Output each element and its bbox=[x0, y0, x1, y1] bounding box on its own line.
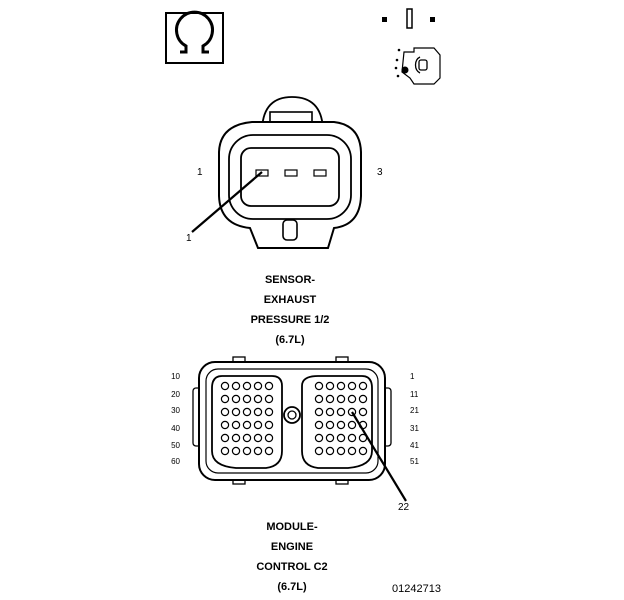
pin-cavity bbox=[253, 407, 263, 417]
pin-cavity bbox=[220, 446, 230, 456]
sensor-caption-line: PRESSURE 1/2 bbox=[250, 314, 330, 326]
ecm-right-pin-label: 11 bbox=[410, 390, 419, 399]
pin-cavity bbox=[336, 433, 346, 443]
pin-cavity bbox=[336, 407, 346, 417]
pin-cavity bbox=[358, 381, 368, 391]
pin-cavity bbox=[358, 407, 368, 417]
pin-cavity bbox=[253, 446, 263, 456]
right-pin-grid bbox=[314, 381, 368, 456]
sensor-pin-label-left: 1 bbox=[197, 167, 203, 178]
sensor-callout-line bbox=[191, 171, 263, 233]
pin-cavity bbox=[242, 407, 252, 417]
pin-cavity bbox=[253, 394, 263, 404]
pin-cavity bbox=[347, 394, 357, 404]
sensor-caption-line: SENSOR- bbox=[264, 274, 316, 286]
ecm-caption-line: MODULE- bbox=[266, 521, 318, 533]
pin-cavity bbox=[231, 394, 241, 404]
sensor-caption: SENSOR- EXHAUST PRESSURE 1/2 (6.7L) bbox=[220, 270, 360, 350]
ecm-right-pin-label: 51 bbox=[410, 457, 419, 466]
pin-cavity bbox=[325, 433, 335, 443]
pin-cavity bbox=[347, 446, 357, 456]
pin-cavity bbox=[325, 446, 335, 456]
sensor-callout-label: 1 bbox=[186, 233, 192, 244]
ecm-connector bbox=[192, 356, 392, 485]
pin-cavity bbox=[242, 420, 252, 430]
pin-cavity bbox=[358, 394, 368, 404]
pin-cavity bbox=[264, 381, 274, 391]
pin-cavity bbox=[325, 394, 335, 404]
pin-cavity bbox=[220, 407, 230, 417]
pin-cavity bbox=[220, 394, 230, 404]
pin-cavity bbox=[314, 420, 324, 430]
sensor-pin-label-right: 3 bbox=[377, 167, 383, 178]
pin-cavity bbox=[253, 420, 263, 430]
pin-cavity bbox=[231, 433, 241, 443]
pin-cavity bbox=[264, 420, 274, 430]
pin-cavity bbox=[231, 407, 241, 417]
ecm-left-pin-label: 40 bbox=[171, 424, 180, 433]
pin-cavity bbox=[264, 433, 274, 443]
pin-cavity bbox=[253, 433, 263, 443]
ecm-callout-label: 22 bbox=[398, 502, 410, 513]
pin-cavity bbox=[242, 446, 252, 456]
pin-cavity bbox=[336, 420, 346, 430]
pin-cavity bbox=[325, 381, 335, 391]
pin-cavity bbox=[336, 381, 346, 391]
ecm-right-pin-label: 31 bbox=[410, 424, 419, 433]
ecm-left-pin-label: 50 bbox=[171, 441, 180, 450]
left-pin-grid bbox=[220, 381, 274, 456]
pin-cavity bbox=[347, 381, 357, 391]
ecm-right-pin-label: 21 bbox=[410, 406, 419, 415]
pin-cavity bbox=[336, 394, 346, 404]
omega-icon bbox=[165, 10, 224, 64]
pin-cavity bbox=[358, 446, 368, 456]
terminal-side-icon bbox=[382, 8, 435, 29]
ecm-caption-line: CONTROL C2 bbox=[256, 561, 328, 573]
pin-cavity bbox=[314, 407, 324, 417]
pin-cavity bbox=[242, 433, 252, 443]
pin-cavity bbox=[336, 446, 346, 456]
pin-cavity bbox=[231, 446, 241, 456]
pin-cavity bbox=[347, 433, 357, 443]
ecm-left-pin-label: 20 bbox=[171, 390, 180, 399]
ecm-caption-line: (6.7L) bbox=[277, 581, 307, 593]
pin-cavity bbox=[231, 381, 241, 391]
pin-cavity bbox=[264, 394, 274, 404]
pin-cavity bbox=[242, 394, 252, 404]
ecm-right-pin-label: 41 bbox=[410, 441, 419, 450]
pin-cavity bbox=[314, 381, 324, 391]
ecm-callout-line bbox=[351, 411, 407, 502]
ecm-left-pin-label: 60 bbox=[171, 457, 180, 466]
ecm-right-pin-label: 1 bbox=[410, 372, 415, 381]
pin-cavity bbox=[242, 381, 252, 391]
pin-cavity bbox=[231, 420, 241, 430]
pin-cavity bbox=[347, 420, 357, 430]
pin-cavity bbox=[314, 433, 324, 443]
terminal-view-icon bbox=[394, 47, 441, 85]
ecm-caption: MODULE- ENGINE CONTROL C2 (6.7L) bbox=[222, 517, 362, 597]
pin-cavity bbox=[264, 446, 274, 456]
ecm-left-pin-label: 30 bbox=[171, 406, 180, 415]
pin-cavity bbox=[314, 394, 324, 404]
pin-cavity bbox=[314, 446, 324, 456]
pin-cavity bbox=[220, 433, 230, 443]
sensor-caption-line: (6.7L) bbox=[275, 334, 305, 346]
sensor-caption-line: EXHAUST bbox=[263, 294, 317, 306]
sensor-connector bbox=[218, 96, 362, 249]
pin-cavity bbox=[220, 381, 230, 391]
pin-cavity bbox=[220, 420, 230, 430]
pin-cavity bbox=[264, 407, 274, 417]
ecm-caption-line: ENGINE bbox=[270, 541, 314, 553]
pin-cavity bbox=[325, 420, 335, 430]
pin-cavity bbox=[253, 381, 263, 391]
pin-cavity bbox=[325, 407, 335, 417]
ecm-left-pin-label: 10 bbox=[171, 372, 180, 381]
figure-number: 01242713 bbox=[392, 583, 441, 595]
